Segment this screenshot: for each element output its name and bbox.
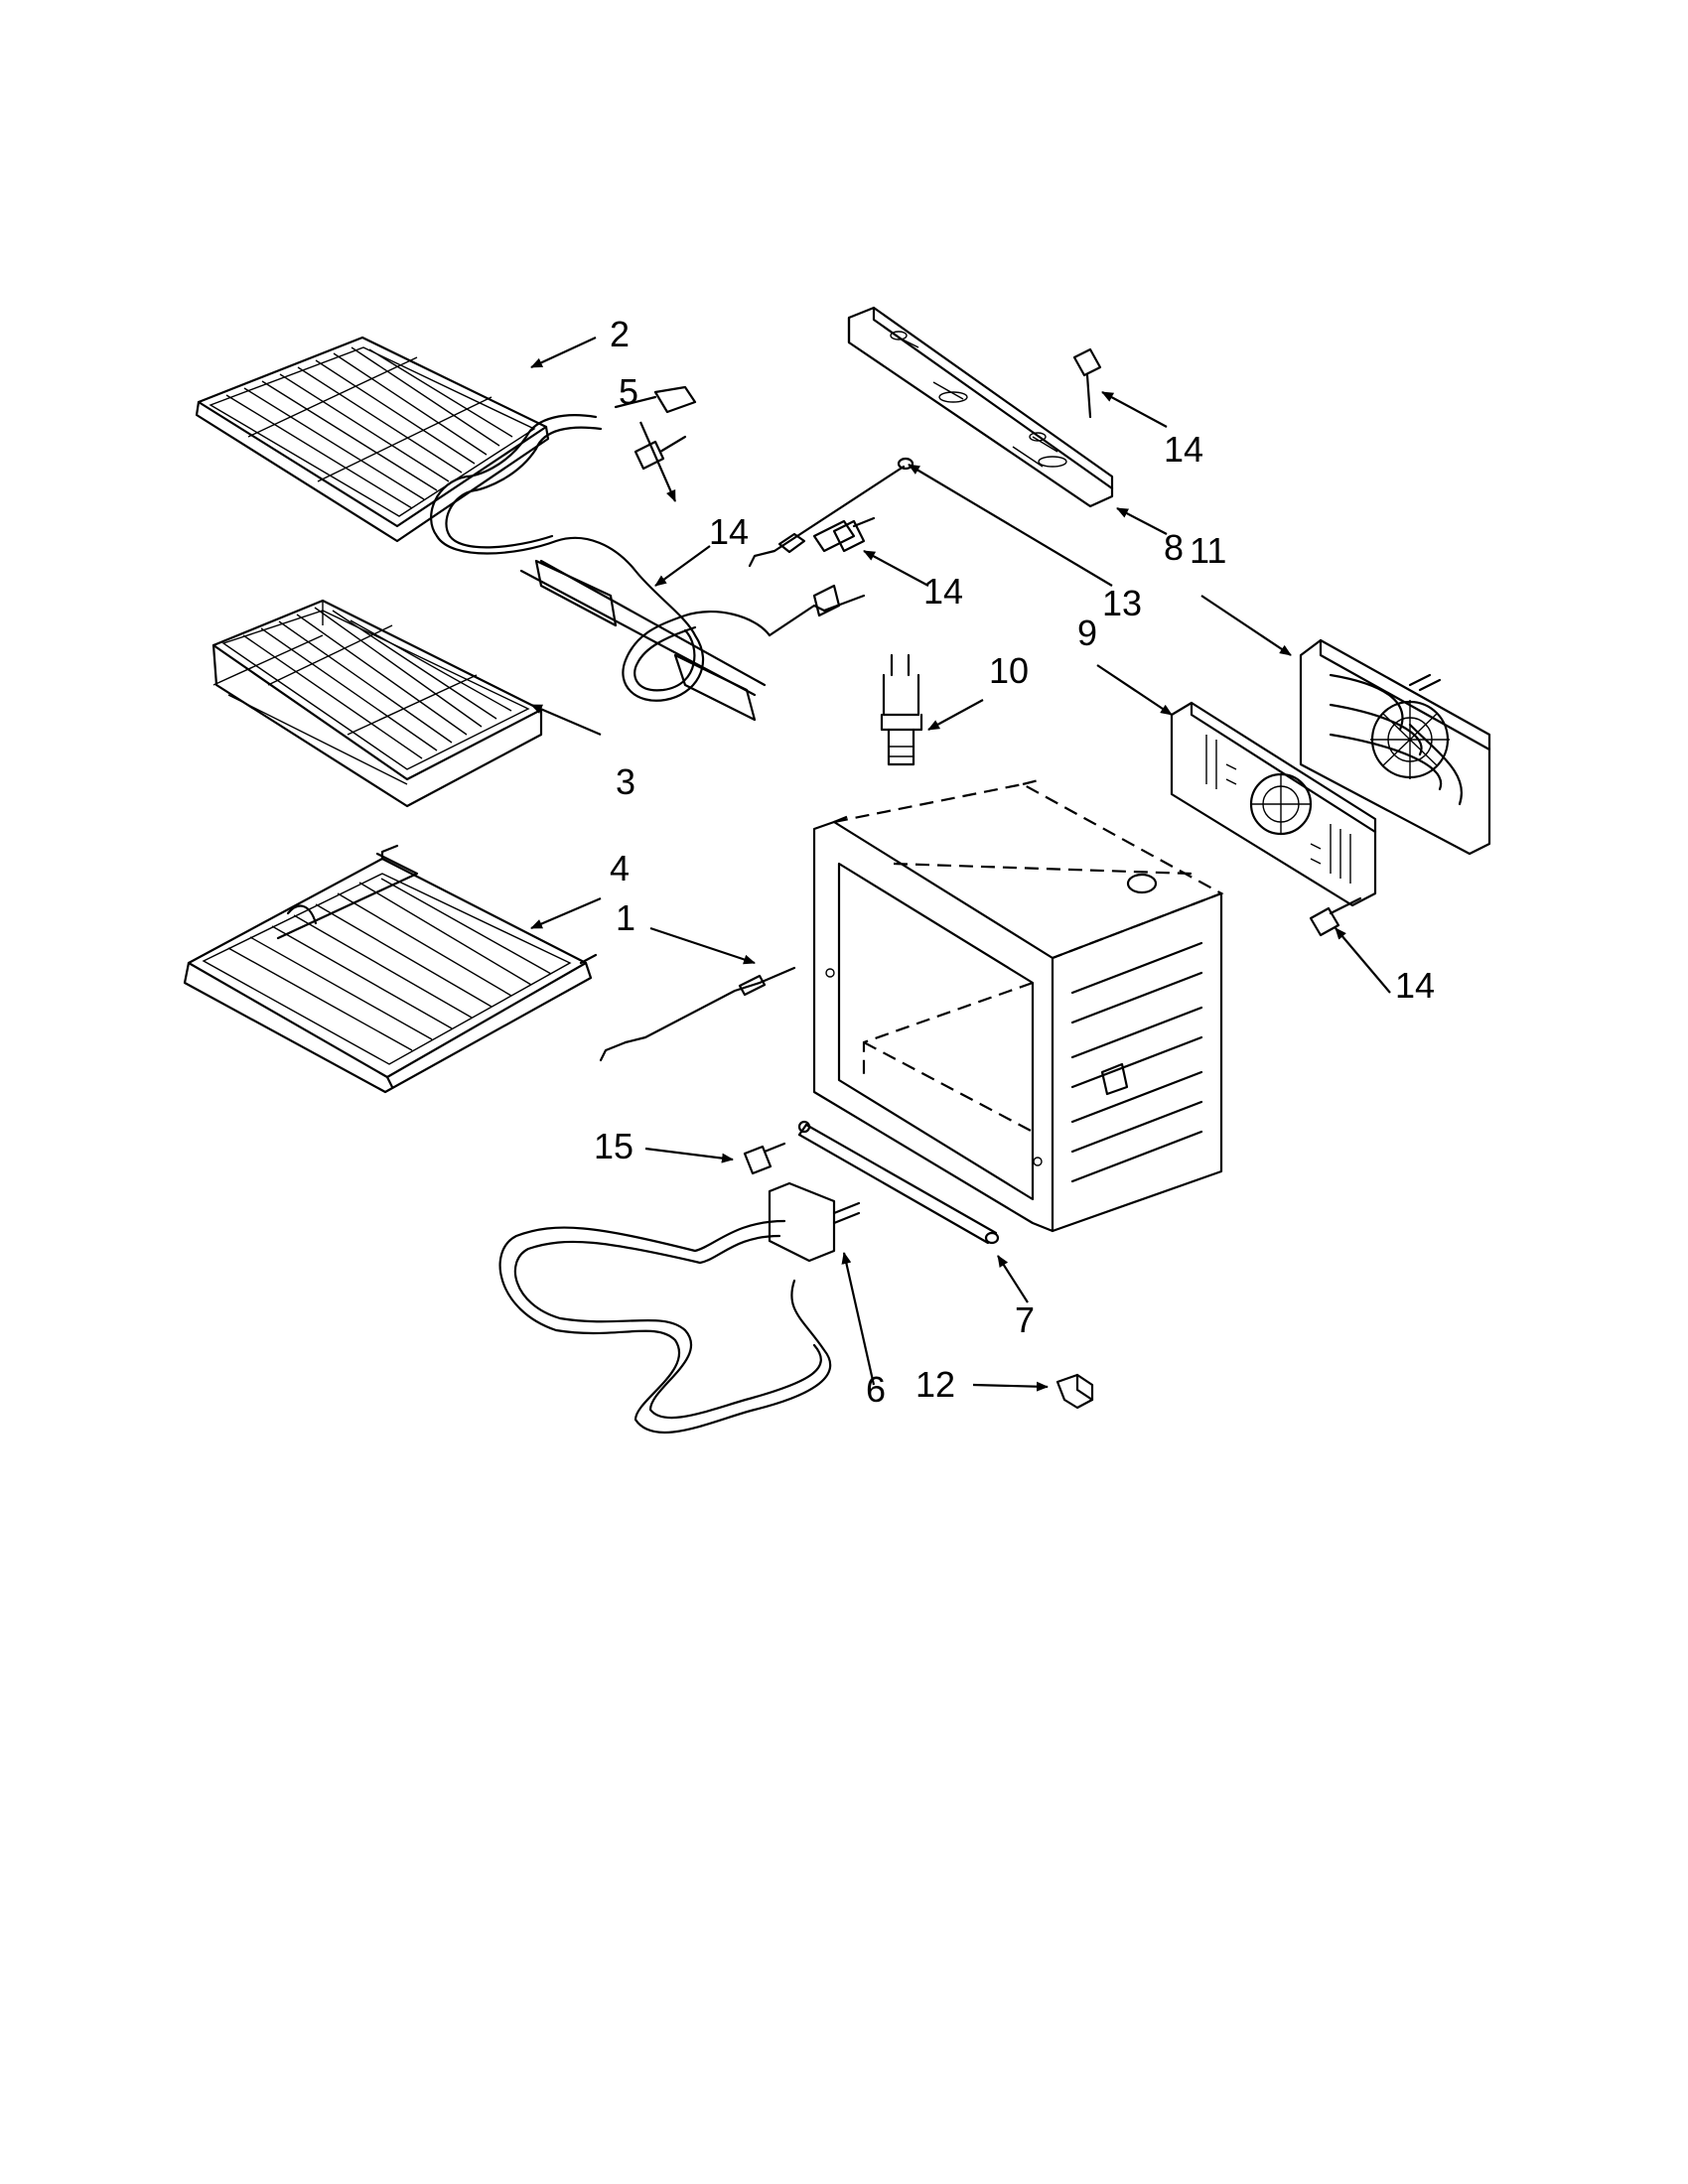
callout-4: 4 (610, 848, 630, 888)
sensor-probe-upper (748, 457, 914, 568)
callout-8: 8 (1164, 527, 1184, 568)
callout-labels: 2 5 14 14 13 11 14 8 9 10 3 4 1 14 15 7 … (594, 314, 1435, 1410)
convection-fan-assembly (1299, 638, 1491, 856)
rear-baffle (1170, 701, 1377, 907)
callout-12: 12 (915, 1364, 955, 1405)
callout-11: 11 (1190, 530, 1226, 571)
bake-element (498, 1181, 861, 1434)
callout-14-b: 14 (923, 571, 963, 612)
callout-3: 3 (616, 761, 635, 802)
callout-14-a: 14 (709, 511, 749, 552)
oven-cavity (812, 777, 1224, 1233)
callout-15: 15 (594, 1126, 633, 1166)
callout-13: 13 (1102, 583, 1142, 623)
callout-14-d: 14 (1395, 965, 1435, 1006)
callout-9: 9 (1077, 613, 1097, 653)
screw-13 (832, 516, 876, 553)
temp-sensor (880, 653, 923, 766)
leader-lines (530, 337, 1391, 1392)
tube (797, 1120, 1000, 1245)
screw-11 (1072, 347, 1102, 419)
rack-upper (195, 336, 550, 543)
screw-9 (1309, 896, 1362, 937)
callout-10: 10 (989, 650, 1029, 691)
probe-wire (599, 966, 796, 1062)
clip-12 (1055, 1373, 1094, 1410)
callout-6: 6 (866, 1369, 886, 1410)
rack-middle (211, 599, 543, 808)
callout-7: 7 (1015, 1299, 1035, 1340)
callout-14-c: 14 (1164, 429, 1203, 470)
callout-2: 2 (610, 314, 630, 354)
mount-bracket (847, 306, 1114, 508)
callout-1: 1 (616, 897, 635, 938)
broil-element (430, 385, 866, 722)
screw-5 (633, 435, 687, 471)
rack-lower (183, 844, 598, 1094)
callout-5: 5 (619, 371, 638, 412)
screw-15 (743, 1142, 786, 1175)
